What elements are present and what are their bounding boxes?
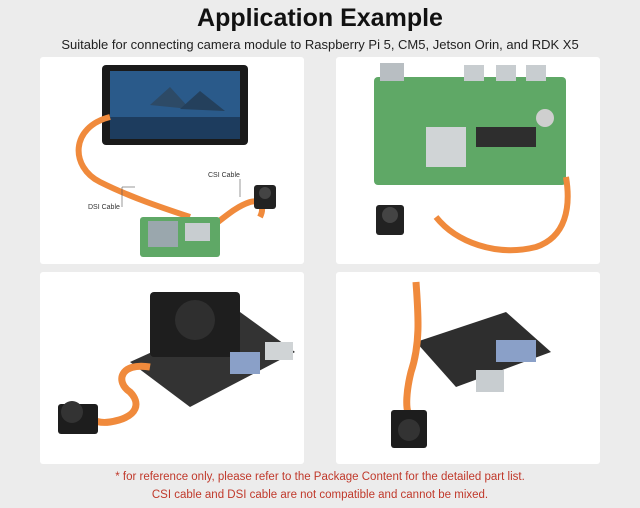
- example-panel-display-pi: CSI Cable DSI Cable: [40, 57, 304, 264]
- dsi-cable-label: DSI Cable: [88, 204, 120, 211]
- example-panel-carrier-board: [336, 57, 600, 264]
- page-subtitle: Suitable for connecting camera module to…: [61, 37, 579, 52]
- csi-cable: [403, 281, 422, 414]
- page-title: Application Example: [197, 4, 443, 32]
- compute-module: [426, 127, 466, 167]
- rdk-board: [416, 312, 551, 387]
- dsi-cable: [75, 114, 191, 220]
- jetson-board: [130, 312, 295, 407]
- carrier-board-illustration: [374, 63, 571, 254]
- rdk-illustration: [391, 281, 551, 448]
- example-panel-jetson: [40, 272, 304, 464]
- reference-note: * for reference only, please refer to th…: [115, 471, 525, 483]
- display-pi-illustration: [75, 65, 276, 257]
- carrier-board: [374, 77, 566, 185]
- jetson-illustration: [58, 292, 295, 434]
- example-panel-rdk: [336, 272, 600, 464]
- compatibility-note: CSI cable and DSI cable are not compatib…: [151, 489, 489, 501]
- csi-cable: [433, 176, 571, 254]
- csi-cable-label: CSI Cable: [208, 172, 240, 179]
- csi-cable: [203, 198, 265, 235]
